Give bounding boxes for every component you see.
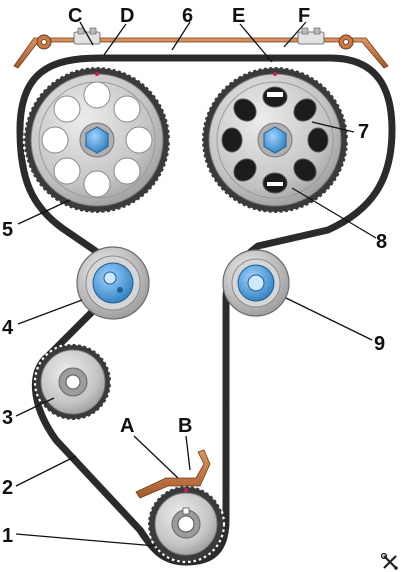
water-pump-sprocket (33, 342, 113, 422)
crankshaft-timing-pointer (135, 449, 211, 499)
label-5: 5 (2, 219, 13, 241)
label-E: E (232, 5, 245, 27)
tensioner-roller (76, 246, 150, 320)
camshaft-locking-bar (13, 27, 389, 69)
crankshaft-sprocket (146, 484, 226, 564)
idler-roller (222, 249, 290, 317)
label-A: A (120, 415, 134, 437)
label-F: F (298, 5, 310, 27)
label-9: 9 (374, 333, 385, 355)
label-4: 4 (2, 317, 14, 339)
label-8: 8 (376, 231, 387, 253)
label-2: 2 (2, 477, 13, 499)
label-7: 7 (358, 121, 369, 143)
label-6: 6 (182, 5, 193, 27)
camshaft-sprocket-intake (22, 65, 172, 215)
label-D: D (120, 5, 134, 27)
label-B: B (178, 415, 192, 437)
tools-icon (380, 552, 398, 570)
callout-labels: C D 6 E F 5 7 8 4 9 3 2 1 A B (2, 5, 387, 547)
label-1: 1 (2, 525, 13, 547)
camshaft-sprocket-exhaust (200, 65, 350, 215)
leader-lines (15, 21, 377, 547)
locking-bolt-left (73, 27, 101, 45)
locking-bolt-right (297, 27, 325, 45)
label-C: C (68, 5, 82, 27)
label-3: 3 (2, 407, 13, 429)
